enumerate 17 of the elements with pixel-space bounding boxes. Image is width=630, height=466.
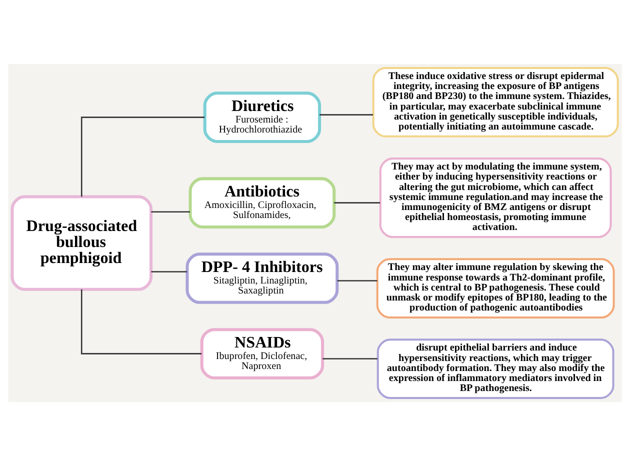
connector bbox=[151, 211, 190, 213]
node-box: They may alter immune regulation by skewing the immune response towards a Th2-dominant profile, which is central to BP pathogenesis. These could unmask or modify epitopes of BP180, leading to the production of pathogenic autoantibodies bbox=[376, 258, 615, 318]
connector bbox=[334, 202, 380, 204]
connector bbox=[337, 280, 378, 282]
node-box: Drug-associated bullous pemphigoid bbox=[10, 195, 153, 291]
connector bbox=[80, 289, 202, 354]
node-box: Antibiotics Amoxicillin, Ciprofloxacin, Sulfonamides, bbox=[188, 177, 336, 228]
node-box: DPP- 4 Inhibitors Sitagliptin, Linagliptin, Saxagliptin bbox=[186, 252, 339, 304]
connector bbox=[80, 116, 205, 197]
connector bbox=[151, 271, 187, 272]
connector bbox=[320, 114, 373, 116]
node-box: NSAIDs Ibuprofen, Diclofenac, Naproxen bbox=[200, 328, 324, 380]
node-box: They may act by modulating the immune system, either by inducing hypersensitivity reactions or altering the gut microbiome, which can affect systemic immune regulation.and may increase the immunogenicity of BMZ antigens or disrupt epithelial homeostasis, promoting immune activation. bbox=[379, 158, 612, 238]
node-box: These induce oxidative stress or disrupt epidermal integrity, increasing the exposure of BP antigens (BP180 and BP230) to the immune system. Thiazides, in particular, may exacerbate subclinical immune activation in genetically susceptible individuals, potentially initiating an autoimmune cascade. bbox=[372, 67, 619, 138]
node-box: disrupt epithelial barriers and induce hypersensitivity reactions, which may trigger autoantibody formation. They may also modify the expression of inflammatory mediators involved in BP pathogenesis. bbox=[376, 338, 614, 399]
connector bbox=[322, 358, 378, 360]
node-box: Diuretics Furosemide : Hydrochlorothiazide bbox=[203, 92, 322, 143]
